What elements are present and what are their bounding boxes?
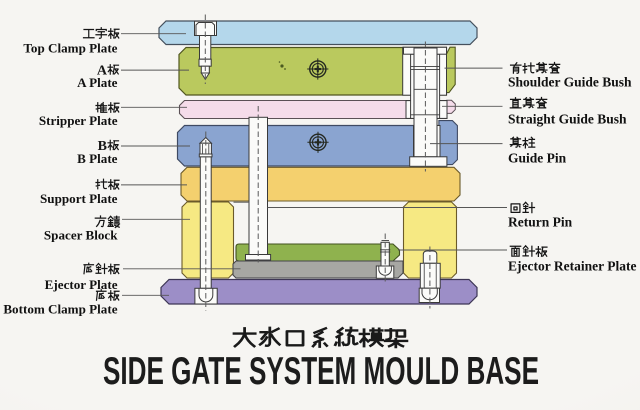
svg-text:A Plate: A Plate [77, 75, 118, 90]
svg-text:Top Clamp Plate: Top Clamp Plate [23, 40, 117, 55]
svg-text:Ejector Plate: Ejector Plate [45, 277, 118, 292]
svg-text:Bottom Clamp Plate: Bottom Clamp Plate [3, 302, 117, 317]
svg-text:Support Plate: Support Plate [40, 191, 118, 206]
svg-text:Ejector Retainer Plate: Ejector Retainer Plate [508, 258, 636, 273]
svg-text:A: A [97, 63, 108, 78]
svg-text:Stripper Plate: Stripper Plate [39, 113, 118, 128]
svg-text:Return Pin: Return Pin [508, 214, 573, 229]
svg-text:B Plate: B Plate [77, 151, 118, 166]
svg-text:Shoulder Guide Bush: Shoulder Guide Bush [508, 74, 632, 89]
svg-text:Guide Pin: Guide Pin [508, 150, 567, 165]
svg-text:B: B [98, 139, 107, 154]
svg-text:Spacer Block: Spacer Block [44, 227, 118, 242]
svg-text:SIDE GATE SYSTEM MOULD BASE: SIDE GATE SYSTEM MOULD BASE [103, 350, 539, 393]
svg-text:Straight Guide Bush: Straight Guide Bush [508, 111, 627, 126]
